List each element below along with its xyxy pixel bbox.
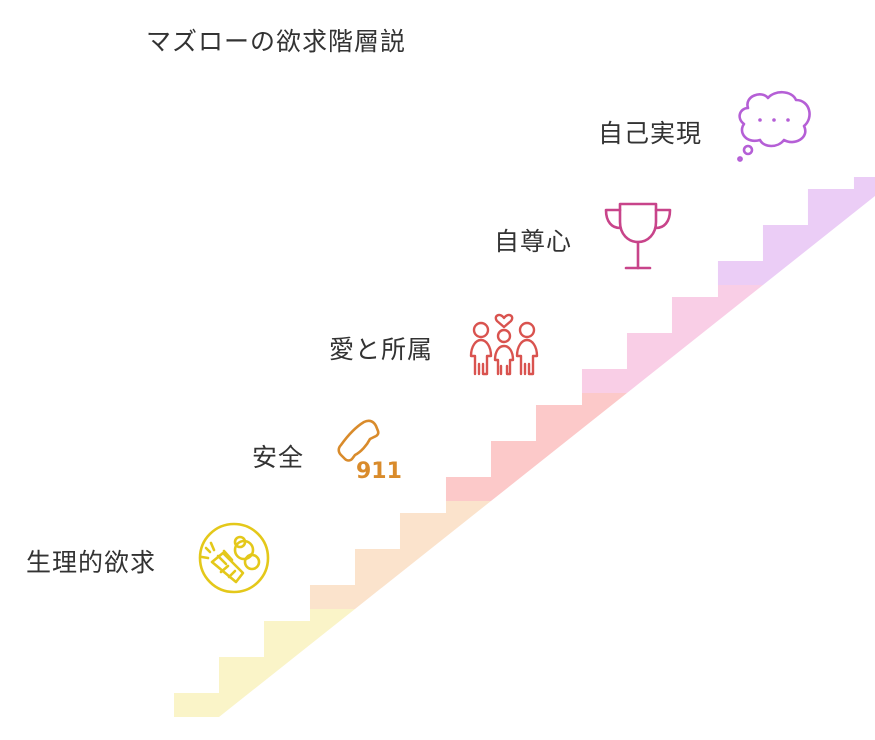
carrot-vegetables-icon [198,522,270,594]
level-label-esteem: 自尊心 [494,227,573,256]
thought-bubble-icon [737,90,811,162]
trophy-icon [604,202,672,270]
level-label-physiological: 生理的欲求 [26,548,157,577]
level-label-self-actualization: 自己実現 [598,119,703,148]
stairs-physiological [174,609,355,717]
stairs-esteem [581,285,763,393]
level-label-safety: 安全 [252,443,305,472]
stairs-love-belonging [445,393,627,501]
level-label-love-belonging: 愛と所属 [329,335,434,364]
stairs-self-actualization [717,177,875,285]
icon-911-text: 911 [356,459,402,484]
phone-911-icon: 911 [337,419,402,484]
stairs-safety [309,501,491,609]
diagram-title: マズローの欲求階層説 [146,27,407,56]
family-heart-icon [469,313,539,376]
